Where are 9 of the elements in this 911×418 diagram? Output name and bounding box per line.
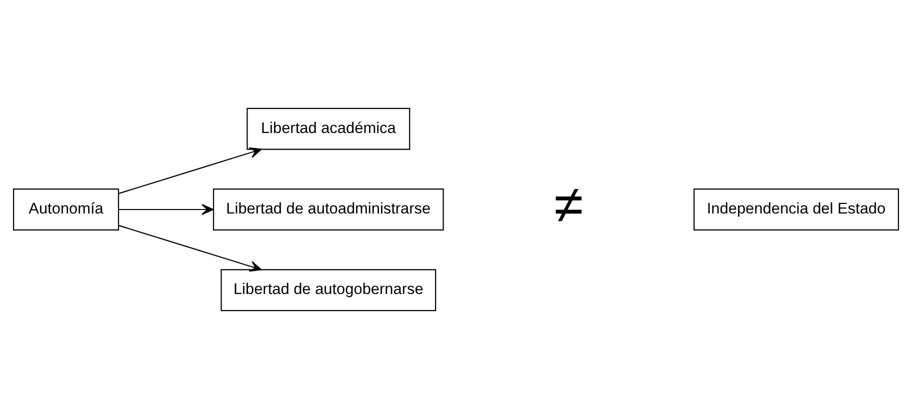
node-box: Libertad académica xyxy=(246,107,410,150)
label: ≠ xyxy=(554,175,583,234)
node-box: Libertad de autoadministrarse xyxy=(212,188,444,230)
arrow xyxy=(118,224,262,272)
arrow xyxy=(118,146,262,194)
arrow xyxy=(118,203,214,215)
node-box: Autonomía xyxy=(12,188,119,230)
node-box: Independencia del Estado xyxy=(693,188,898,230)
node-box: Libertad de autogobernarse xyxy=(220,268,436,311)
